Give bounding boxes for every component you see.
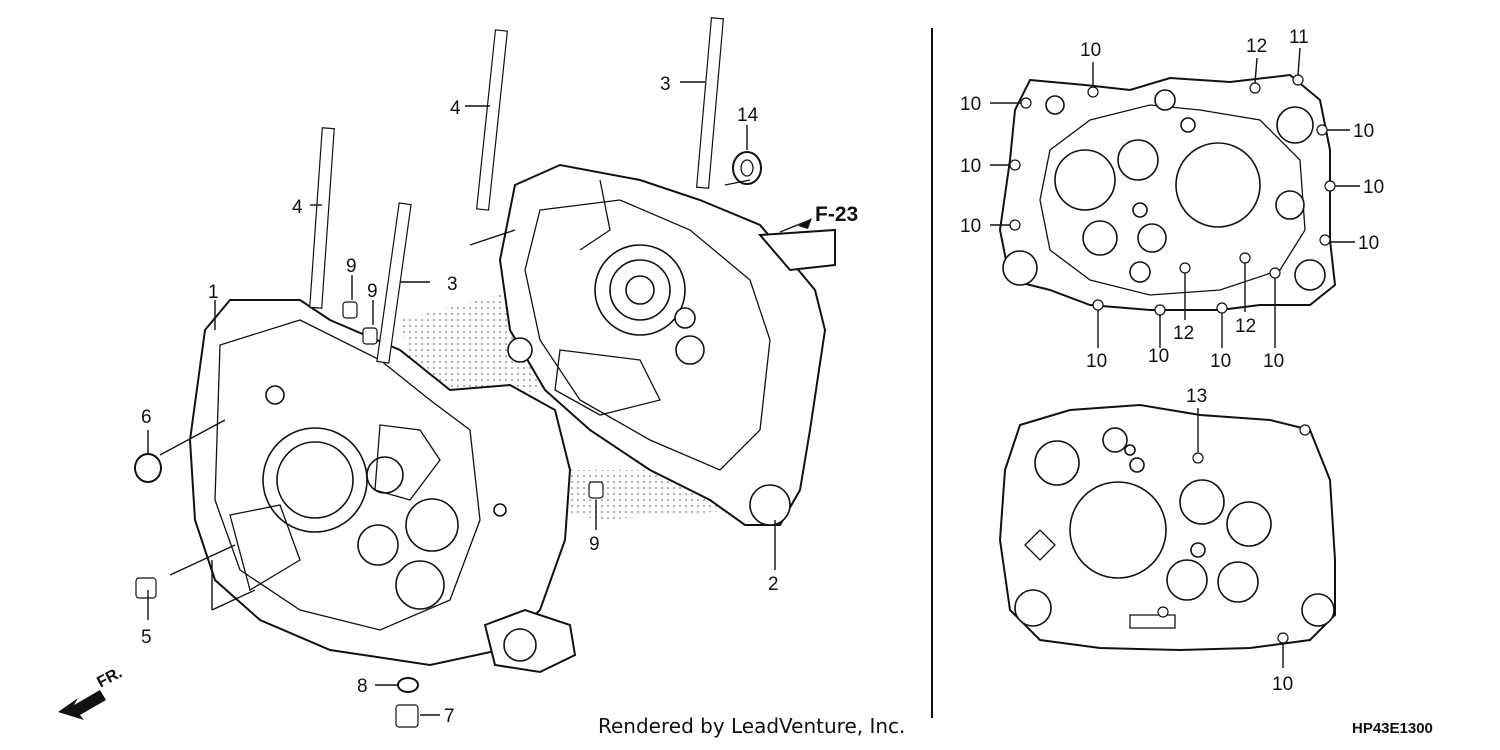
stud-bolt-3-left[interactable] — [376, 202, 412, 364]
oil-seal-14[interactable] — [732, 151, 762, 185]
stud-bolt-4-left[interactable] — [309, 127, 335, 309]
render-credit: Rendered by LeadVenture, Inc. — [598, 714, 905, 738]
callout-9-b: 9 — [367, 281, 378, 302]
reference-f23: F-23 — [815, 203, 858, 226]
callout-6: 6 — [141, 407, 152, 428]
label-10-b3: 10 — [1210, 351, 1231, 372]
left-crankcase-part-1[interactable] — [188, 299, 577, 674]
callout-3-left: 3 — [447, 274, 458, 295]
callout-5: 5 — [141, 627, 152, 648]
drain-bolt-7[interactable] — [395, 704, 419, 728]
callout-7: 7 — [444, 706, 455, 727]
o-ring-6[interactable] — [134, 453, 162, 483]
label-10-b4: 10 — [1263, 351, 1284, 372]
bolt-holes-lower — [1157, 424, 1311, 644]
label-10-l3: 10 — [960, 216, 981, 237]
label-12-b2: 12 — [1235, 316, 1256, 337]
front-arrow-icon — [58, 690, 106, 720]
label-10-b2: 10 — [1148, 346, 1169, 367]
dowel-pin-9[interactable] — [342, 301, 604, 499]
front-marker: FR. — [94, 664, 125, 691]
label-10-l1: 10 — [960, 94, 981, 115]
reference-arrow — [798, 218, 812, 229]
callout-2: 2 — [768, 574, 779, 595]
label-12-top: 12 — [1246, 36, 1267, 57]
label-10-top: 10 — [1080, 40, 1101, 61]
stud-bolt-4-center[interactable] — [475, 29, 509, 211]
callout-3-right: 3 — [660, 74, 671, 95]
callout-14: 14 — [737, 105, 759, 126]
label-10-r2: 10 — [1363, 177, 1384, 198]
crankcase-bolt-pattern-upper[interactable] — [998, 73, 1337, 311]
label-10-r1: 10 — [1353, 121, 1374, 142]
label-11: 11 — [1289, 27, 1309, 48]
callout-8: 8 — [357, 676, 368, 697]
washer-8[interactable] — [397, 677, 419, 693]
callout-9-a: 9 — [346, 256, 357, 277]
callout-1: 1 — [208, 282, 219, 303]
stud-bolt-3-right[interactable] — [695, 17, 725, 189]
callout-4-center: 4 — [450, 98, 461, 119]
label-10-b1: 10 — [1086, 351, 1107, 372]
label-10-r3: 10 — [1358, 233, 1379, 254]
label-10-l2: 10 — [960, 156, 981, 177]
crankcase-bolt-pattern-lower[interactable] — [998, 403, 1336, 652]
label-10-bottom: 10 — [1272, 674, 1293, 695]
label-12-b1: 12 — [1173, 323, 1194, 344]
label-13: 13 — [1186, 386, 1207, 407]
bolt-5[interactable] — [135, 577, 157, 599]
right-crankcase-part-2[interactable] — [498, 163, 836, 526]
diagram-code: HP43E1300 — [1352, 720, 1433, 737]
callout-9-c: 9 — [589, 534, 600, 555]
callout-4-left: 4 — [292, 197, 303, 218]
